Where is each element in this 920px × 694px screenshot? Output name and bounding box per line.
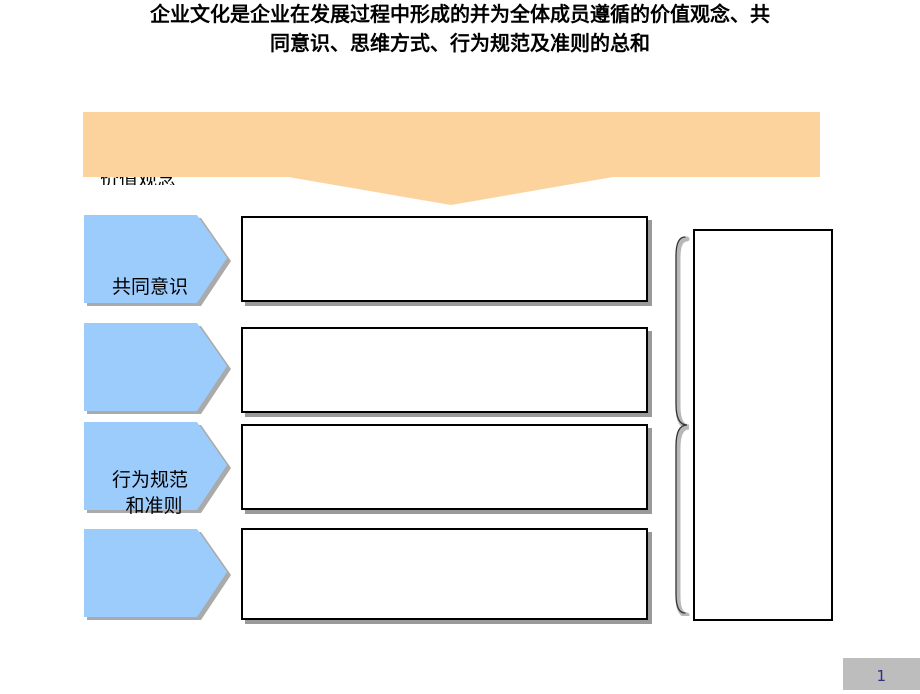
chevron-shape-1 [84,215,231,306]
chevron-label-3-line-2: 和准则 [125,495,183,517]
slide-title-line-1: 企业文化是企业在发展过程中形成的并为全体成员遵循的价值观念、共 [150,2,770,26]
culture-arrow-banner [83,112,820,207]
content-box-1 [241,216,648,302]
chevron-fill-4 [84,529,227,617]
chevron-shape-3 [84,422,231,513]
slide-title-line-2: 同意识、思维方式、行为规范及准则的总和 [270,31,650,55]
summary-box [693,229,833,621]
curly-brace-line [675,236,688,614]
chevron-label-3: 行为规范 [111,469,188,491]
content-box-4 [241,528,648,620]
curly-brace-shape [675,236,690,618]
chevron-shape-4 [84,529,231,620]
curly-brace-shadow [675,236,690,618]
content-box-2 [241,327,648,413]
curly-brace-icon [665,234,691,618]
arrow-banner-shape [83,112,820,205]
chevron-item-2 [84,323,234,415]
chevron-fill-2 [84,323,227,411]
chevron-shape-2 [84,323,231,414]
chevron-label-1: 共同意识 [111,276,188,298]
chevron-fill-3 [84,422,227,510]
page-number: 1 [843,658,920,690]
content-box-3 [241,424,648,510]
chevron-item-4 [84,529,234,621]
arrow-banner-fill [83,112,820,205]
chevron-item-3: 行为规范 和准则 [84,422,234,517]
chevron-item-1: 共同意识 [84,215,234,307]
chevron-fill-1 [84,215,227,303]
slide-title: 企业文化是企业在发展过程中形成的并为全体成员遵循的价值观念、共 同意识、思维方式… [40,0,880,58]
